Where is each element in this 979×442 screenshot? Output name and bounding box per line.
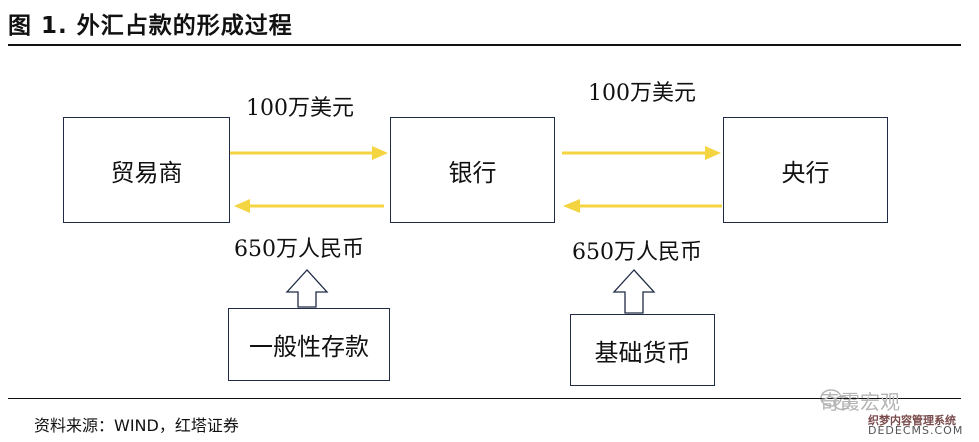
source-note: 资料来源：WIND，红塔证券 (34, 416, 239, 435)
up-arrow-base-money (612, 269, 656, 314)
node-central-bank-label: 央行 (781, 158, 830, 187)
flow-label-usd-left: 100万美元 (246, 96, 354, 121)
node-central-bank: 央行 (723, 117, 888, 223)
node-base-money-label: 基础货币 (594, 338, 691, 367)
figure-title: 图 1. 外汇占款的形成过程 (8, 13, 293, 39)
flow-label-rmb-right: 650万人民币 (572, 240, 702, 265)
arrow-bank-to-trader (234, 199, 384, 213)
node-deposit-label: 一般性存款 (249, 333, 369, 361)
node-bank-label: 银行 (448, 158, 497, 187)
flow-label-rmb-left: 650万人民币 (234, 237, 364, 262)
watermark-brand: 奇霞宏观 (820, 390, 900, 414)
node-trader-label: 贸易商 (110, 158, 183, 187)
watermark-site: DEDECMS.COM (868, 424, 964, 437)
arrow-trader-to-bank (230, 146, 388, 160)
flow-label-usd-right: 100万美元 (588, 81, 696, 106)
arrow-bank-to-central (562, 146, 721, 160)
node-bank: 银行 (390, 117, 555, 223)
source-divider (8, 398, 961, 399)
arrow-central-to-bank (563, 199, 722, 213)
watermark-cms: 织梦内容管理系统 (868, 414, 956, 427)
node-trader: 贸易商 (63, 117, 230, 223)
up-arrow-deposit (285, 269, 329, 308)
node-base-money: 基础货币 (570, 314, 715, 386)
title-divider (8, 44, 961, 46)
node-deposit: 一般性存款 (228, 308, 390, 381)
